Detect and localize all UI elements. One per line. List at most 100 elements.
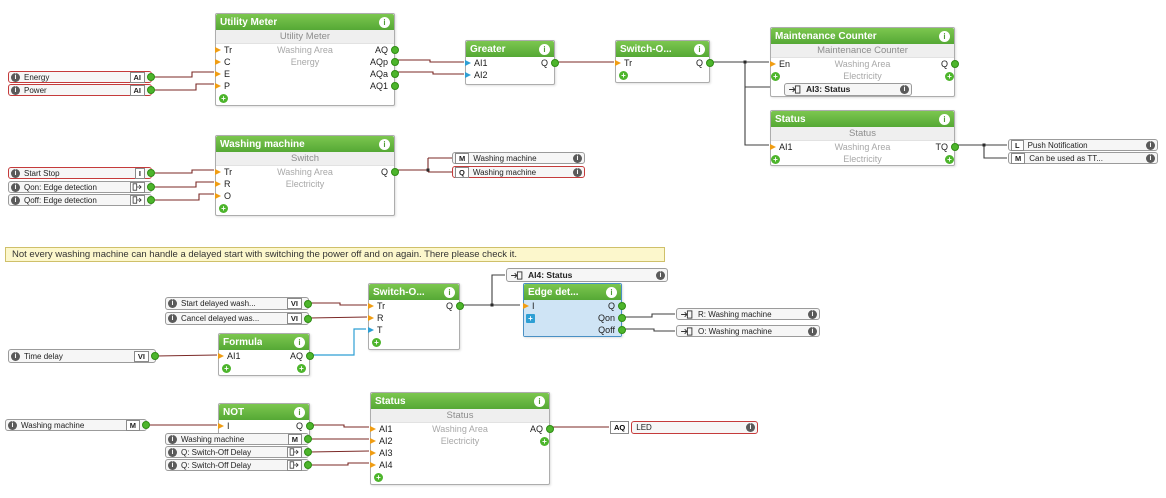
output-connector-icon[interactable] — [151, 352, 159, 360]
input-o[interactable]: O — [215, 191, 231, 201]
input-connector-icon[interactable] — [465, 60, 471, 66]
pill-ai4-status[interactable]: AI4: Status i — [506, 268, 668, 282]
block-header[interactable]: Utility Meter i — [216, 14, 394, 30]
input-connector-icon[interactable] — [215, 71, 221, 77]
add-input-button[interactable]: + — [219, 204, 228, 213]
input-tr[interactable]: Tr — [215, 45, 232, 55]
pill-start-stop[interactable]: i Start Stop I — [8, 167, 155, 179]
output-connector-icon[interactable] — [706, 59, 714, 67]
input-r[interactable]: R — [215, 179, 231, 189]
output-connector-icon[interactable] — [391, 70, 399, 78]
output-connector-icon[interactable] — [951, 60, 959, 68]
output-connector-icon[interactable] — [147, 86, 155, 94]
input-ai1[interactable]: AI1 — [770, 142, 793, 152]
output-connector-icon[interactable] — [551, 59, 559, 67]
add-input-button[interactable]: + — [771, 71, 780, 81]
output-connector-icon[interactable] — [618, 302, 626, 310]
output-aqp[interactable]: AQp — [370, 57, 399, 67]
input-i[interactable]: I — [523, 301, 535, 311]
pill-led[interactable]: LED i — [631, 421, 758, 434]
info-icon[interactable]: i — [11, 351, 20, 361]
wire-energy-to-e[interactable] — [152, 71, 214, 78]
input-ai3[interactable]: AI3 — [370, 448, 393, 458]
wire-notq-to-ai1[interactable] — [312, 424, 369, 428]
block-switch-off-delay-2[interactable]: Switch-O... i Tr Q R T + — [368, 283, 464, 350]
add-output-button[interactable]: + — [945, 154, 954, 164]
add-input-button[interactable]: + — [374, 473, 383, 482]
info-icon[interactable]: i — [11, 85, 20, 95]
input-connector-icon[interactable] — [368, 303, 374, 309]
input-connector-icon[interactable] — [215, 181, 221, 187]
info-icon[interactable]: i — [808, 326, 817, 336]
pill-q-switch-off-delay-1[interactable]: i Q: Switch-Off Delay — [165, 446, 312, 458]
input-connector-icon[interactable] — [370, 426, 376, 432]
wire-startdelayed-to-tr[interactable] — [309, 302, 367, 306]
block-header[interactable]: Switch-O... i — [616, 41, 709, 57]
wire-qso1-to-ai3[interactable] — [308, 450, 370, 453]
block-header[interactable]: Switch-O... i — [369, 284, 459, 300]
pill-led-group[interactable]: AQ LED i — [610, 421, 758, 434]
info-icon[interactable]: i — [573, 167, 582, 177]
info-icon[interactable]: i — [168, 434, 177, 444]
output-connector-icon[interactable] — [391, 46, 399, 54]
add-input-button[interactable]: + — [372, 338, 381, 347]
input-ai1[interactable]: AI1 — [465, 58, 488, 68]
output-aq[interactable]: AQ — [290, 351, 314, 361]
block-switch-off-delay-1[interactable]: Switch-O... i Tr Q + — [615, 40, 714, 83]
block-header[interactable]: Greater i — [466, 41, 554, 57]
input-connector-icon[interactable] — [215, 47, 221, 53]
output-connector-icon[interactable] — [147, 73, 155, 81]
input-e[interactable]: E — [215, 69, 230, 79]
input-ai4[interactable]: AI4 — [370, 460, 393, 470]
pill-q-switch-off-delay-2[interactable]: i Q: Switch-Off Delay — [165, 459, 312, 471]
wire-qso2-to-ai4[interactable] — [309, 462, 369, 466]
input-connector-icon[interactable] — [215, 83, 221, 89]
wire-power-to-p[interactable] — [152, 83, 214, 91]
block-header[interactable]: Edge det... i — [524, 284, 621, 300]
input-connector-icon[interactable] — [370, 438, 376, 444]
info-icon[interactable]: i — [8, 420, 17, 430]
wire-washingq-to-pills[interactable] — [396, 157, 452, 173]
info-icon[interactable]: i — [534, 395, 545, 407]
output-connector-icon[interactable] — [456, 302, 464, 310]
input-ai2[interactable]: AI2 — [370, 436, 393, 446]
output-connector-icon[interactable] — [391, 58, 399, 66]
info-icon[interactable]: i — [606, 286, 617, 298]
block-status-2[interactable]: Status i Status AI1 Washing Area AQ AI2 … — [370, 392, 554, 485]
output-connector-icon[interactable] — [618, 314, 626, 322]
info-icon[interactable]: i — [539, 43, 550, 55]
add-output-button[interactable]: + — [540, 436, 549, 446]
input-tr[interactable]: Tr — [615, 58, 632, 68]
info-icon[interactable]: i — [694, 43, 705, 55]
info-icon[interactable]: i — [168, 447, 177, 457]
block-header[interactable]: Status i — [371, 393, 549, 409]
output-connector-icon[interactable] — [618, 326, 626, 334]
info-icon[interactable]: i — [656, 270, 665, 280]
info-icon[interactable]: i — [294, 406, 305, 418]
output-connector-icon[interactable] — [304, 314, 312, 323]
input-connector-icon[interactable] — [218, 353, 224, 359]
add-input-button[interactable]: + — [526, 313, 535, 323]
info-icon[interactable]: i — [379, 16, 390, 28]
wire-tq-to-pills[interactable] — [956, 144, 1007, 159]
output-q[interactable]: Q — [608, 301, 626, 311]
input-connector-icon[interactable] — [523, 303, 529, 309]
input-i[interactable]: I — [218, 421, 230, 431]
info-icon[interactable]: i — [11, 195, 20, 205]
output-aq1[interactable]: AQ1 — [370, 81, 399, 91]
input-connector-icon[interactable] — [215, 59, 221, 65]
wire-qon-to-r[interactable] — [152, 181, 214, 188]
input-connector-icon[interactable] — [770, 144, 776, 150]
info-icon[interactable]: i — [746, 423, 755, 432]
info-icon[interactable]: i — [444, 286, 455, 298]
input-connector-icon[interactable] — [215, 193, 221, 199]
wire-qoff-to-opill[interactable] — [623, 328, 675, 332]
output-q[interactable]: Q — [381, 167, 399, 177]
output-q[interactable]: Q — [296, 421, 314, 431]
block-maintenance-counter[interactable]: Maintenance Counter i Maintenance Counte… — [770, 27, 959, 97]
pill-washing-machine-m-2[interactable]: i Washing machine M — [165, 433, 312, 445]
info-icon[interactable]: i — [11, 72, 20, 82]
block-header[interactable]: Formula i — [219, 334, 309, 350]
wire-branch-to-ai4pill[interactable] — [491, 274, 505, 305]
input-t[interactable]: T — [368, 325, 383, 335]
